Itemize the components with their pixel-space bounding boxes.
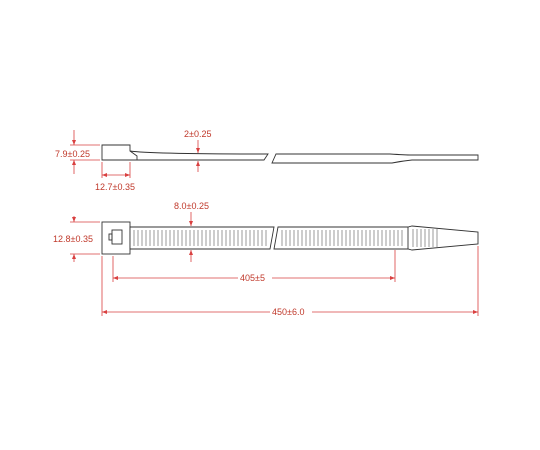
side-view: 7.9±0.25 12.7±0.35 2±0.25 (55, 129, 479, 192)
top-view-head (101, 221, 131, 255)
strap-segment-right (273, 225, 479, 251)
serrated-length-label: 405±5 (240, 273, 265, 283)
tail-ribs (412, 229, 438, 247)
head-width-label: 12.8±0.35 (53, 234, 93, 244)
side-view-strap-left (129, 150, 269, 161)
head-length-label: 12.7±0.35 (95, 182, 135, 192)
overall-length-label: 450±6.0 (272, 307, 304, 317)
top-view: 12.8±0.35 8.0±0.25 405±5 450±6.0 (53, 201, 479, 317)
head-height-label: 7.9±0.25 (55, 149, 90, 159)
strap-thickness-label: 2±0.25 (184, 129, 211, 139)
strap-width-label: 8.0±0.25 (174, 201, 209, 211)
side-view-strap-right (271, 153, 479, 164)
pawl (108, 233, 113, 241)
side-view-head (101, 144, 138, 161)
strap-serrations (133, 230, 403, 246)
